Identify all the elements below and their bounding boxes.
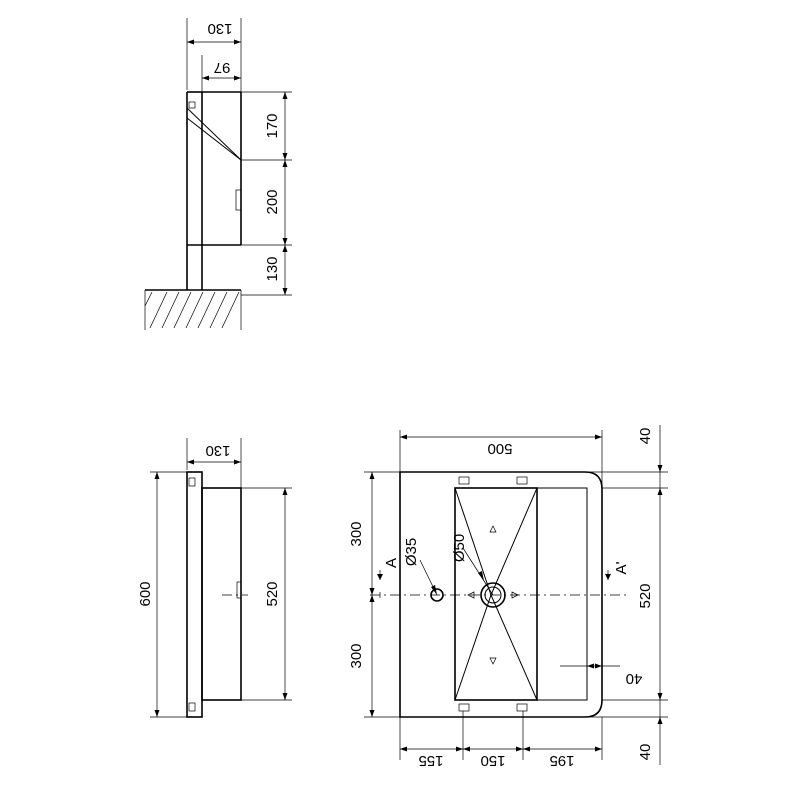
dim-top-segment-left: 155 bbox=[418, 752, 443, 769]
side-view: 130 97 bbox=[144, 18, 292, 330]
dim-drain-diameter: Ø50 bbox=[451, 534, 468, 562]
dim-top-width-overall: 500 bbox=[487, 440, 512, 457]
front-view: 130 600 520 bbox=[137, 438, 292, 718]
dim-top-lip: 40 bbox=[626, 670, 643, 687]
dim-top-depth-body: 520 bbox=[637, 583, 654, 608]
mounting-clip bbox=[458, 476, 470, 485]
dim-side-width-overall: 130 bbox=[207, 20, 232, 37]
floor-hatch bbox=[144, 291, 240, 329]
dim-top-half-upper: 300 bbox=[348, 521, 365, 546]
dim-top-offset-bottom: 40 bbox=[637, 744, 654, 761]
dim-side-height-middle: 200 bbox=[264, 189, 281, 214]
top-view: 500 A A' bbox=[348, 425, 668, 769]
dim-side-height-bottom: 130 bbox=[264, 256, 281, 281]
dim-top-half-lower: 300 bbox=[348, 643, 365, 668]
dim-front-height-body: 520 bbox=[264, 581, 281, 606]
dim-top-offset-top: 40 bbox=[637, 428, 654, 445]
dim-front-width: 130 bbox=[205, 442, 230, 459]
dim-top-segment-middle: 150 bbox=[480, 752, 505, 769]
dim-top-segment-right: 195 bbox=[549, 752, 574, 769]
dim-front-height-overall: 600 bbox=[137, 581, 154, 606]
dim-tap-hole-diameter: Ø35 bbox=[403, 538, 420, 566]
dim-side-height-top: 170 bbox=[264, 113, 281, 138]
mounting-clip bbox=[516, 703, 528, 712]
section-marker-left: A bbox=[383, 558, 400, 568]
section-marker-right: A' bbox=[613, 561, 630, 574]
mounting-clip bbox=[458, 703, 470, 712]
dim-side-width-body: 97 bbox=[214, 59, 231, 76]
mounting-clip bbox=[516, 476, 528, 485]
